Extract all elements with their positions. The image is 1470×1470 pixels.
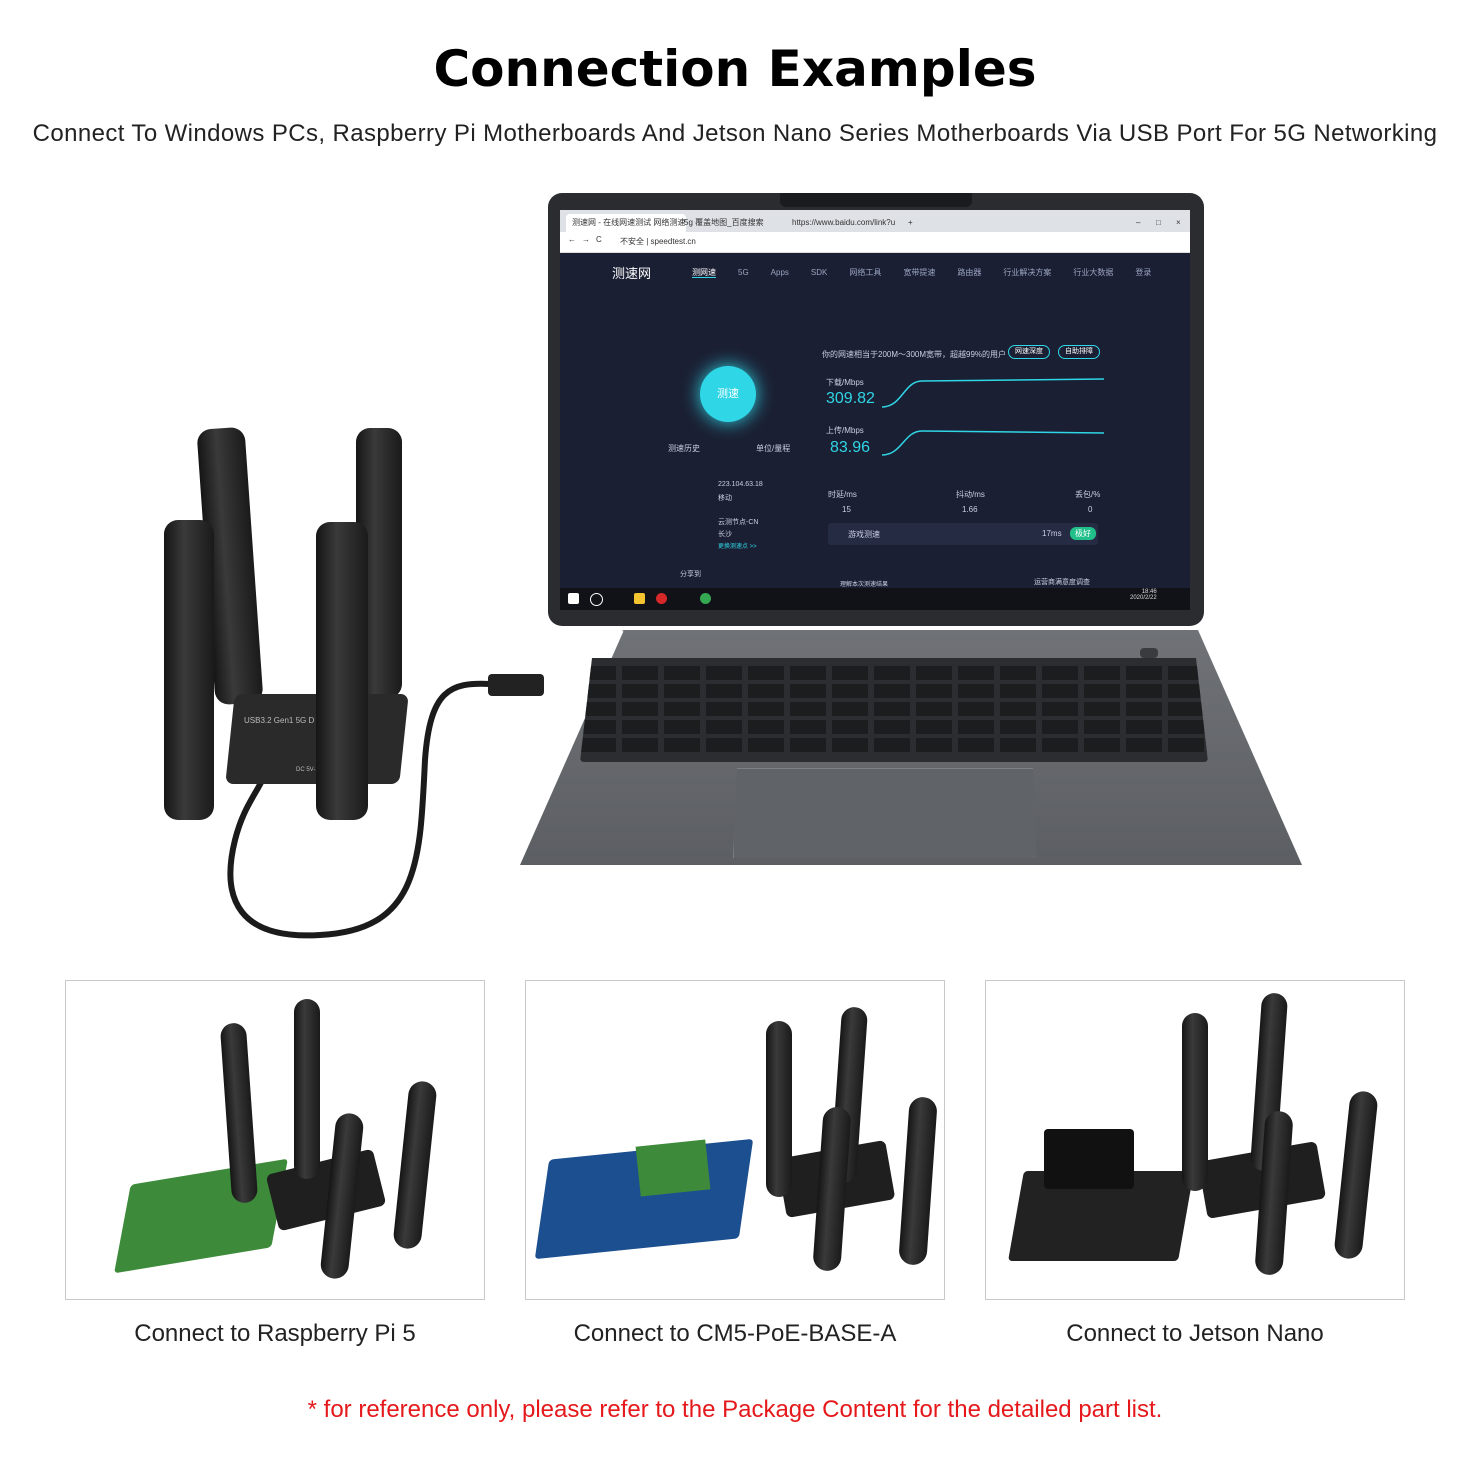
clock-date: 2020/2/22 [1130,595,1157,601]
disclaimer-note: * for reference only, please refer to th… [307,1396,1163,1423]
heatsink-fan [1044,1129,1134,1189]
node-city: 长沙 [718,531,732,538]
raspberry-pi-board [114,1158,288,1274]
antenna [316,522,368,820]
nav-item[interactable]: 行业大数据 [1073,268,1114,277]
new-tab-icon[interactable]: + [908,218,913,227]
antenna [164,520,214,820]
start-test-button[interactable]: 测速 [700,366,756,422]
nav-item[interactable]: 行业解决方案 [1003,268,1052,277]
maximize-icon[interactable]: □ [1156,218,1161,227]
antenna [766,1021,792,1197]
caption-cm5-poe-base: Connect to CM5-PoE-BASE-A [573,1320,897,1347]
laptop-keyboard [580,658,1208,762]
upload-label: 上传/Mbps [826,426,864,435]
result-summary: 你的网速相当于200M～300M宽带，超越99%的用户 [822,350,1007,359]
download-value: 309.82 [826,390,875,407]
page-subtitle: Connect To Windows PCs, Raspberry Pi Mot… [32,120,1438,147]
browser-tab-search[interactable]: 5g 覆盖地图_百度搜索 [684,218,764,227]
nav-item[interactable]: Apps [770,268,789,277]
download-label: 下载/Mbps [826,378,864,387]
node-name: 云测节点-CN [718,519,759,526]
site-nav: 测网速 5G Apps SDK 网络工具 宽带提速 路由器 行业解决方案 行业大数据 登录 [692,267,1173,278]
caption-raspberry-pi: Connect to Raspberry Pi 5 [134,1320,416,1347]
nav-item[interactable]: 测网速 [692,268,716,278]
dc-port-label: DC 5V-12V [296,767,327,773]
start-icon[interactable] [568,593,579,604]
chrome-icon[interactable] [700,593,711,604]
jitter-label: 抖动/ms [956,490,985,499]
antenna [1333,1089,1379,1261]
key-row [580,684,1208,698]
key-row [580,720,1208,734]
minimize-icon[interactable]: – [1136,218,1141,227]
dongle-label: USB3.2 Gen1 5G D [244,716,315,725]
clock-time: 18:46 [1141,589,1157,595]
history-link[interactable]: 测速历史 [668,444,700,453]
unit-link[interactable]: 单位/量程 [756,444,791,453]
nav-item[interactable]: 路由器 [957,268,982,277]
key-row [580,666,1208,680]
speedtest-page: 测速网 测网速 5G Apps SDK 网络工具 宽带提速 路由器 行业解决方案 行业大数据 登录… [560,253,1190,588]
nav-item[interactable]: 网络工具 [849,268,882,277]
caption-jetson-nano: Connect to Jetson Nano [1066,1320,1324,1347]
antenna [294,999,320,1179]
key-row [580,738,1208,752]
antenna [812,1106,852,1272]
packet-loss-value: 0 [1088,505,1093,514]
quality-badge: 极好 [1070,527,1096,540]
example-cm5-poe-base [525,980,945,1300]
latency-label: 时延/ms [828,490,857,499]
download-speed-curve [882,378,1104,408]
webcam-icon [780,193,972,207]
close-icon[interactable]: × [1176,218,1181,227]
upload-speed-curve [882,430,1104,456]
laptop-screen: 测速网 - 在线网速测试 网络测速 5g 覆盖地图_百度搜索 https://w… [560,210,1190,610]
example-jetson-nano [985,980,1405,1300]
jitter-value: 1.66 [962,505,978,514]
switch-node-link[interactable]: 更换测速点 >> [718,544,757,550]
search-icon[interactable] [590,593,603,606]
upload-value: 83.96 [830,439,871,456]
key-row [580,702,1208,716]
survey-link[interactable]: 运营商满意度调查 [1034,579,1090,586]
file-explorer-icon[interactable] [634,593,645,604]
site-logo[interactable]: 测速网 [612,266,652,281]
ip-address: 223.104.63.18 [718,481,763,488]
nav-item[interactable]: SDK [810,268,828,277]
browser-tab-speedtest[interactable]: 测速网 - 在线网速测试 网络测速 [566,214,686,232]
antenna [392,1079,438,1251]
compute-module [635,1139,711,1197]
nav-item[interactable]: 5G [738,268,749,277]
share-label: 分享到 [680,571,701,578]
example-raspberry-pi [65,980,485,1300]
power-button [1140,648,1158,658]
page-title: Connection Examples [433,40,1037,98]
game-test-label: 游戏测速 [848,530,880,539]
back-icon[interactable]: ← [568,235,576,244]
forward-icon[interactable]: → [582,235,590,244]
antenna [1182,1013,1208,1191]
browser-tab-strip: 测速网 - 在线网速测试 网络测速 5g 覆盖地图_百度搜索 https://w… [560,210,1190,232]
reload-icon[interactable]: C [596,235,602,244]
browser-tab-link[interactable]: https://www.baidu.com/link?u [792,218,896,227]
antenna [898,1096,938,1266]
game-test-row[interactable]: 游戏测速 17ms 极好 [828,523,1098,545]
app-icon[interactable] [656,593,667,604]
packet-loss-label: 丢包/% [1075,490,1101,499]
latency-value: 15 [842,505,851,514]
laptop-touchpad [733,768,1037,858]
nav-item[interactable]: 宽带提速 [903,268,936,277]
result-explain-link[interactable]: 理解本次测速结果 [840,582,889,588]
usb-plug [488,674,544,696]
game-latency: 17ms [1042,529,1062,538]
nav-item[interactable]: 登录 [1135,268,1152,277]
troubleshoot-button[interactable]: 自助排障 [1058,345,1100,359]
depth-test-button[interactable]: 网速深度 [1008,345,1050,359]
clock: 18:46 2020/2/22 [1130,589,1157,601]
address-text[interactable]: 不安全 | speedtest.cn [620,237,696,246]
carrier: 移动 [718,495,732,502]
address-bar[interactable]: ← → C 不安全 | speedtest.cn [560,232,1190,253]
windows-taskbar: 18:46 2020/2/22 [560,588,1190,610]
